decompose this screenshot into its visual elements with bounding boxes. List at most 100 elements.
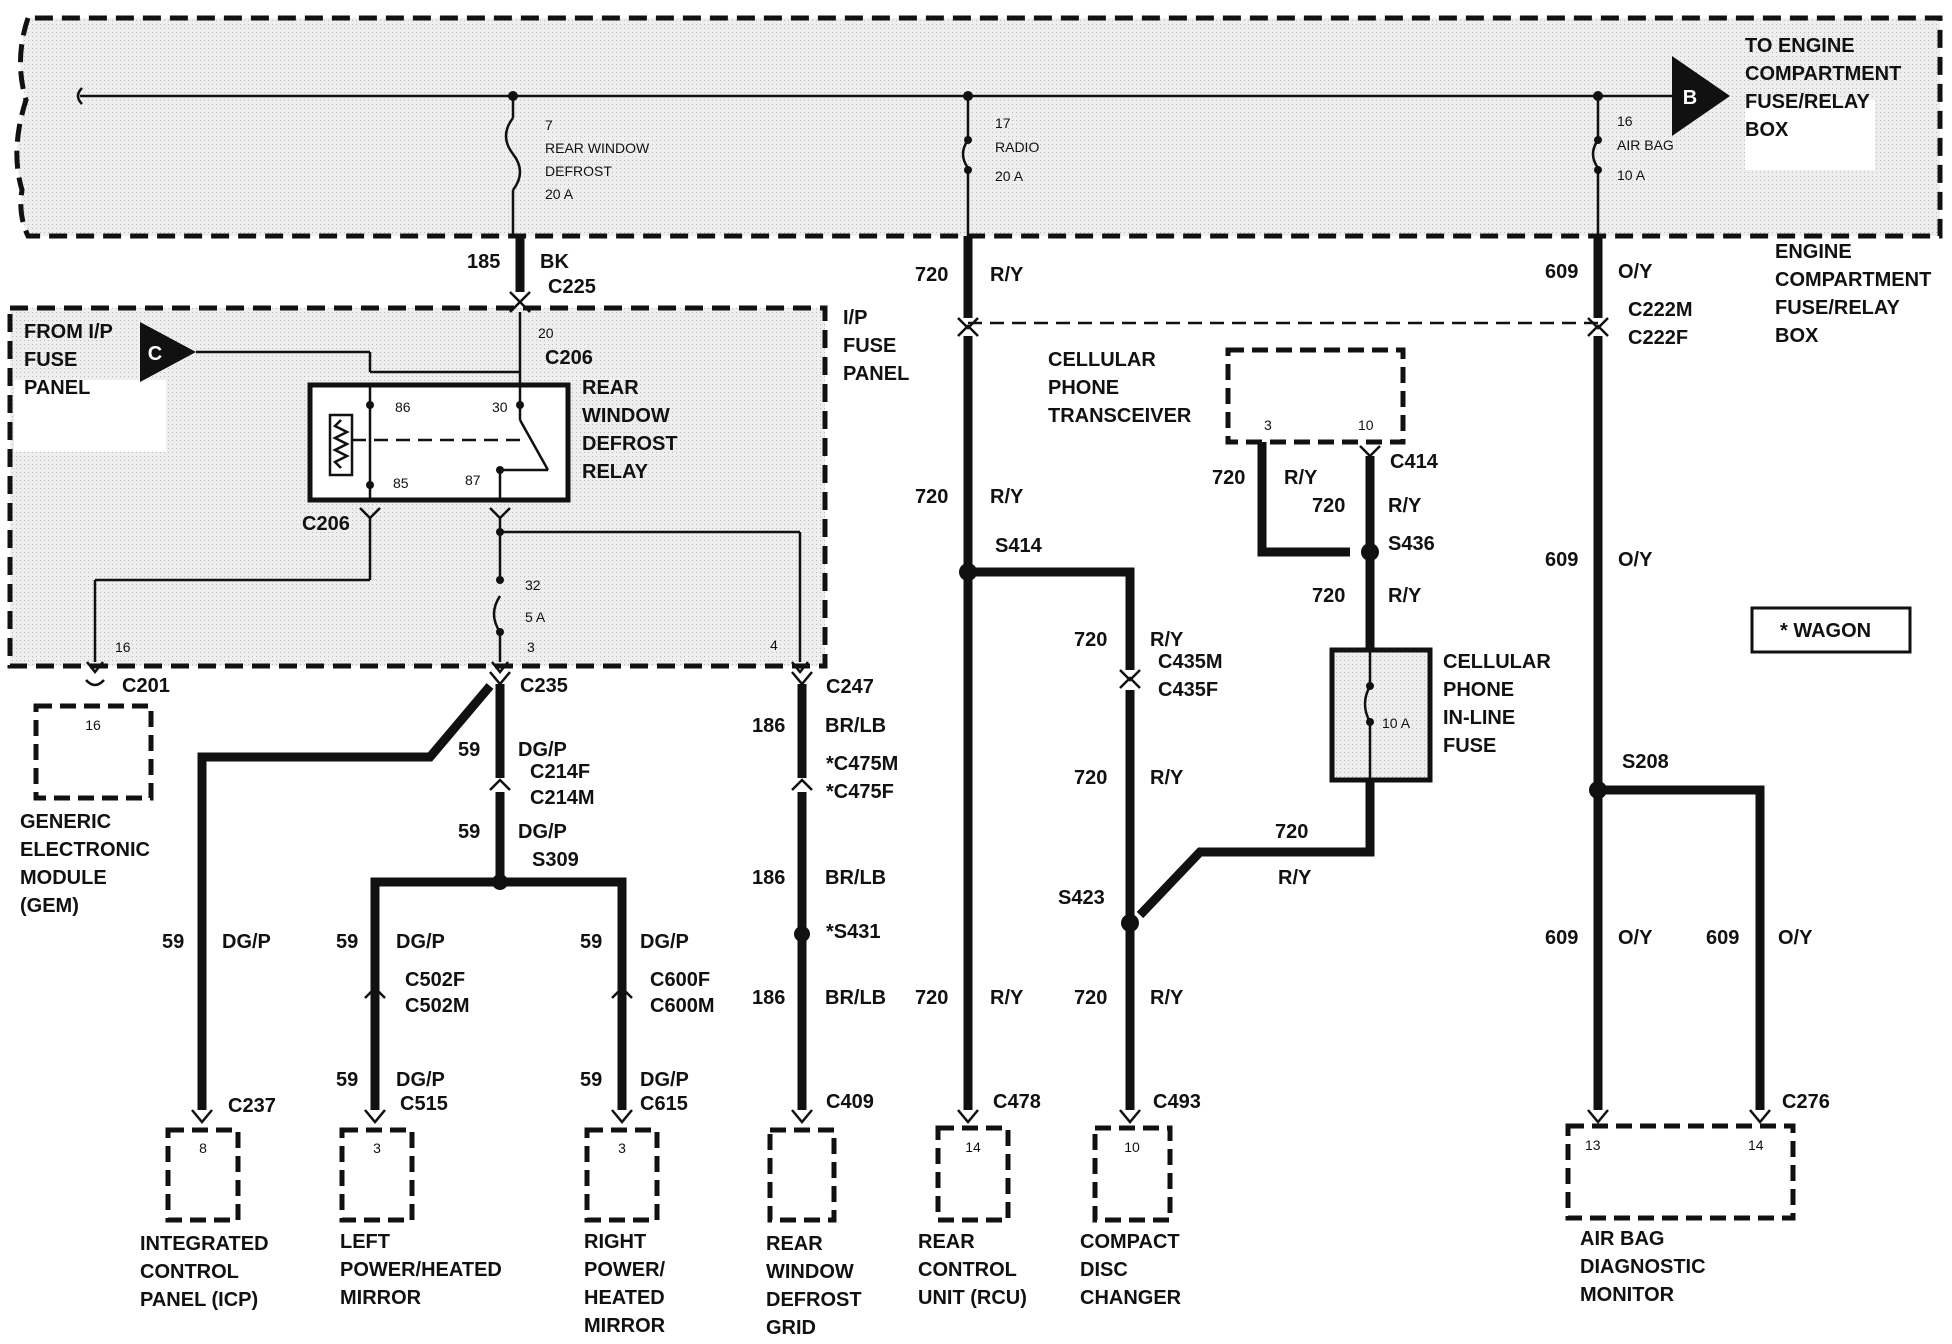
engine-connector-arrow bbox=[1672, 56, 1730, 136]
svg-text:BOX: BOX bbox=[1745, 119, 1789, 141]
svg-text:C206: C206 bbox=[302, 513, 350, 535]
svg-text:720: 720 bbox=[1312, 585, 1345, 607]
svg-text:O/Y: O/Y bbox=[1618, 549, 1653, 571]
svg-text:GENERIC: GENERIC bbox=[20, 811, 111, 833]
svg-text:MODULE: MODULE bbox=[20, 867, 107, 889]
svg-text:C247: C247 bbox=[826, 676, 874, 698]
wire-186: C247 186 BR/LB *C475M *C475F 186 BR/LB *… bbox=[752, 671, 898, 1124]
svg-text:C225: C225 bbox=[548, 276, 596, 298]
svg-text:COMPARTMENT: COMPARTMENT bbox=[1745, 63, 1901, 85]
svg-text:186: 186 bbox=[752, 867, 785, 889]
svg-text:720: 720 bbox=[1074, 987, 1107, 1009]
svg-text:UNIT (RCU): UNIT (RCU) bbox=[918, 1287, 1027, 1309]
svg-text:20 A: 20 A bbox=[545, 186, 574, 202]
gem-module: C201 16 GENERIC ELECTRONIC MODULE (GEM) bbox=[20, 675, 170, 917]
svg-text:BK: BK bbox=[540, 251, 569, 273]
svg-text:COMPACT: COMPACT bbox=[1080, 1231, 1180, 1253]
svg-text:C214M: C214M bbox=[530, 787, 594, 809]
svg-text:C235: C235 bbox=[520, 675, 568, 697]
svg-text:32: 32 bbox=[525, 577, 541, 593]
svg-text:C201: C201 bbox=[122, 675, 170, 697]
svg-text:S309: S309 bbox=[532, 849, 579, 871]
cell-inline-fuse: 10 A CELLULAR PHONE IN-LINE FUSE bbox=[1329, 647, 1551, 783]
svg-text:PANEL (ICP): PANEL (ICP) bbox=[140, 1289, 258, 1311]
svg-text:DG/P: DG/P bbox=[396, 1069, 445, 1091]
svg-text:FUSE: FUSE bbox=[843, 335, 896, 357]
svg-text:R/Y: R/Y bbox=[1150, 767, 1184, 789]
svg-text:RIGHT: RIGHT bbox=[584, 1231, 646, 1253]
svg-text:DG/P: DG/P bbox=[518, 739, 567, 761]
svg-text:DEFROST: DEFROST bbox=[766, 1289, 862, 1311]
svg-text:R/Y: R/Y bbox=[1150, 987, 1184, 1009]
svg-text:ELECTRONIC: ELECTRONIC bbox=[20, 839, 150, 861]
right-mirror: 3 RIGHT POWER/ HEATED MIRROR bbox=[584, 1127, 666, 1337]
svg-text:INTEGRATED: INTEGRATED bbox=[140, 1233, 269, 1255]
svg-text:S436: S436 bbox=[1388, 533, 1435, 555]
svg-text:720: 720 bbox=[915, 486, 948, 508]
svg-text:59: 59 bbox=[580, 1069, 602, 1091]
svg-text:AIR BAG: AIR BAG bbox=[1580, 1228, 1664, 1250]
svg-text:720: 720 bbox=[915, 264, 948, 286]
svg-text:59: 59 bbox=[458, 821, 480, 843]
svg-text:C222F: C222F bbox=[1628, 327, 1688, 349]
fuse-16: 16 AIR BAG 10 A bbox=[1591, 91, 1674, 236]
svg-text:3: 3 bbox=[618, 1140, 626, 1156]
svg-text:C222M: C222M bbox=[1628, 299, 1692, 321]
svg-text:C214F: C214F bbox=[530, 761, 590, 783]
svg-text:BR/LB: BR/LB bbox=[825, 715, 886, 737]
svg-text:S208: S208 bbox=[1622, 751, 1669, 773]
ip-internal-wiring: C206 32 5 A 16 3 4 bbox=[86, 507, 809, 675]
svg-text:FROM I/P: FROM I/P bbox=[24, 321, 113, 343]
svg-text:720: 720 bbox=[1074, 767, 1107, 789]
svg-text:86: 86 bbox=[395, 399, 411, 415]
wire-609: 609 O/Y C222M C222F 609 O/Y S208 609 O/Y… bbox=[1545, 236, 1830, 1124]
svg-text:PANEL: PANEL bbox=[843, 363, 909, 385]
svg-text:C237: C237 bbox=[228, 1095, 276, 1117]
svg-text:CONTROL: CONTROL bbox=[140, 1261, 239, 1283]
left-mirror: 3 LEFT POWER/HEATED MIRROR bbox=[339, 1127, 502, 1309]
svg-text:MIRROR: MIRROR bbox=[340, 1287, 422, 1309]
engine-fuse-box: B TO ENGINE COMPARTMENT FUSE/RELAY BOX bbox=[14, 15, 1943, 239]
svg-text:186: 186 bbox=[752, 715, 785, 737]
svg-text:REAR: REAR bbox=[766, 1233, 823, 1255]
svg-text:20 A: 20 A bbox=[995, 168, 1024, 184]
svg-text:DG/P: DG/P bbox=[640, 1069, 689, 1091]
svg-text:R/Y: R/Y bbox=[1278, 867, 1312, 889]
svg-text:POWER/HEATED: POWER/HEATED bbox=[340, 1259, 502, 1281]
cell-wiring: 720 R/Y C414 720 R/Y S436 720 R/Y bbox=[1212, 442, 1439, 852]
svg-text:(GEM): (GEM) bbox=[20, 895, 79, 917]
svg-text:*C475M: *C475M bbox=[826, 753, 898, 775]
cd-changer: 10 COMPACT DISC CHANGER bbox=[1080, 1125, 1182, 1309]
svg-text:3: 3 bbox=[373, 1140, 381, 1156]
svg-text:AIR BAG: AIR BAG bbox=[1617, 137, 1674, 153]
svg-text:5 A: 5 A bbox=[525, 609, 546, 625]
svg-text:MIRROR: MIRROR bbox=[584, 1315, 666, 1337]
svg-text:CHANGER: CHANGER bbox=[1080, 1287, 1182, 1309]
svg-text:ENGINE: ENGINE bbox=[1775, 241, 1852, 263]
svg-text:R/Y: R/Y bbox=[990, 987, 1024, 1009]
svg-text:C409: C409 bbox=[826, 1091, 874, 1113]
svg-text:DISC: DISC bbox=[1080, 1259, 1128, 1281]
svg-text:C414: C414 bbox=[1390, 451, 1439, 473]
svg-text:FUSE/RELAY: FUSE/RELAY bbox=[1745, 91, 1871, 113]
svg-text:DEFROST: DEFROST bbox=[545, 163, 612, 179]
svg-text:REAR: REAR bbox=[582, 377, 639, 399]
svg-text:C600M: C600M bbox=[650, 995, 714, 1017]
svg-text:DG/P: DG/P bbox=[640, 931, 689, 953]
svg-text:BR/LB: BR/LB bbox=[825, 867, 886, 889]
svg-text:59: 59 bbox=[580, 931, 602, 953]
svg-text:HEATED: HEATED bbox=[584, 1287, 665, 1309]
svg-text:13: 13 bbox=[1585, 1137, 1601, 1153]
svg-text:17: 17 bbox=[995, 115, 1011, 131]
svg-text:PANEL: PANEL bbox=[24, 377, 90, 399]
fuse-17: 17 RADIO 20 A bbox=[961, 91, 1039, 236]
svg-text:B: B bbox=[1683, 87, 1697, 109]
fuse-7: 7 REAR WINDOW DEFROST 20 A bbox=[504, 91, 650, 236]
svg-text:C600F: C600F bbox=[650, 969, 710, 991]
svg-text:186: 186 bbox=[752, 987, 785, 1009]
svg-text:10 A: 10 A bbox=[1617, 167, 1646, 183]
svg-text:59: 59 bbox=[336, 931, 358, 953]
svg-text:WINDOW: WINDOW bbox=[582, 405, 670, 427]
svg-text:TRANSCEIVER: TRANSCEIVER bbox=[1048, 405, 1192, 427]
